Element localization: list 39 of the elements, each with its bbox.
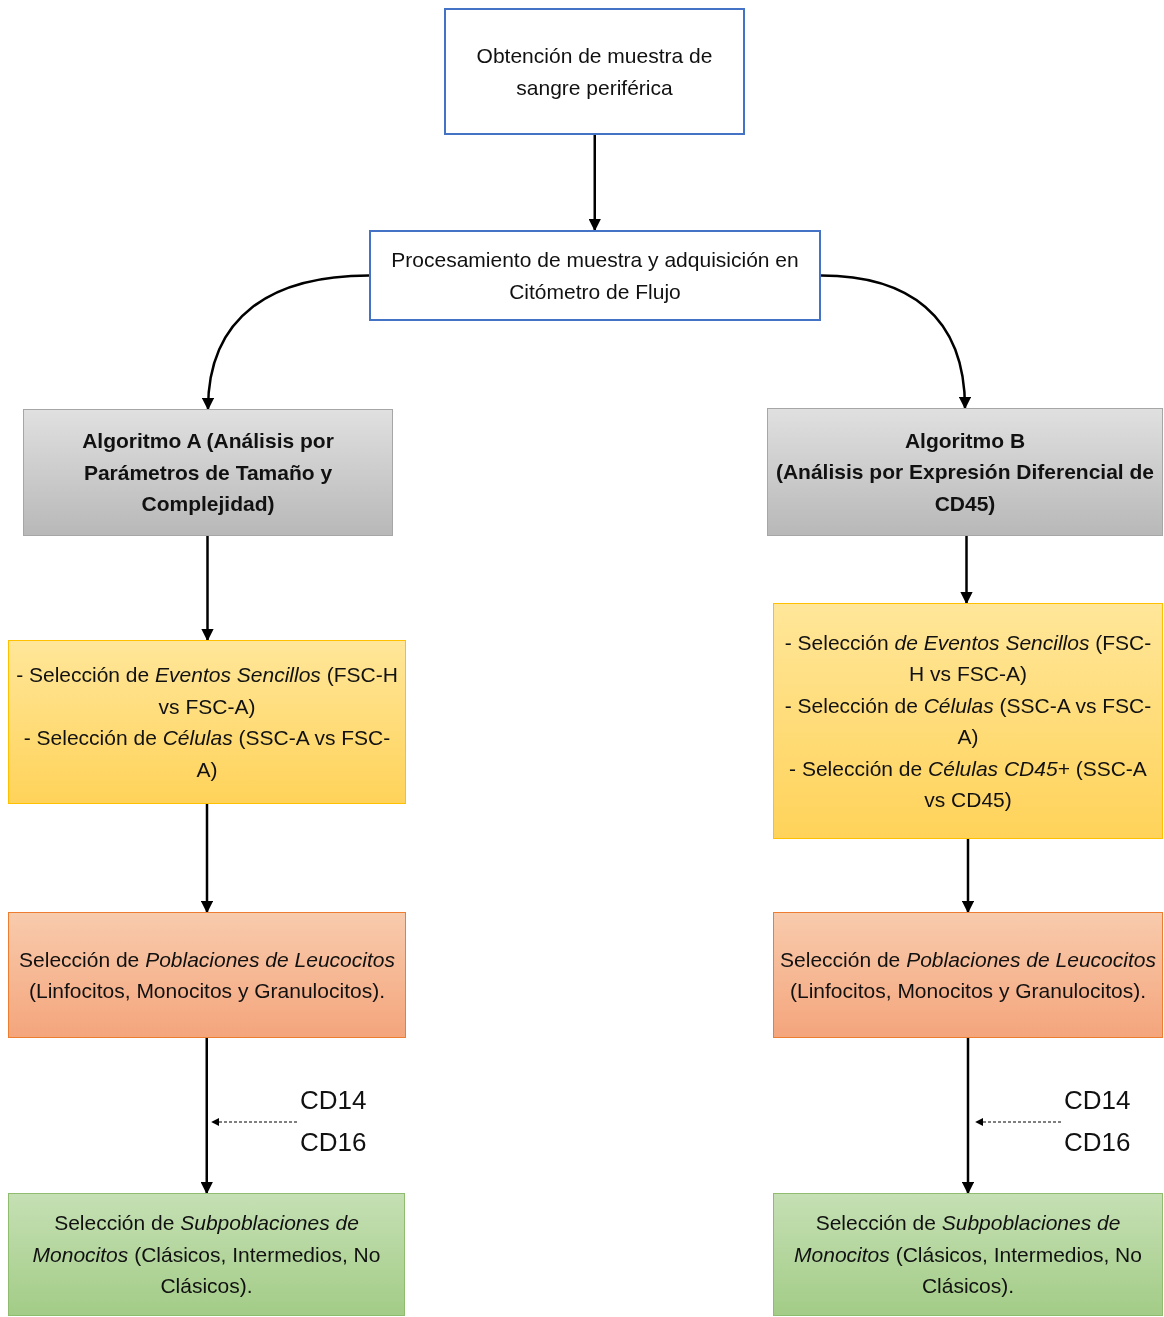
result-box [8,1193,405,1316]
box-heading: Algoritmo A (Análisis por Parámetros de Tamaño y Complejidad) [81,428,335,518]
result-box [773,1193,1163,1316]
marker-label: CD16 [300,1126,367,1159]
arrow [820,274,971,410]
arrow [588,135,601,232]
box-text: - Selección de Células (SSC-A vs FSC-A) [783,692,1153,750]
leader-arrow [975,1118,1062,1126]
box-text: Selección de Poblaciones de Leucocitos (Linfocitos, Monocitos y Granulocitos). [18,946,396,1004]
step-box [773,912,1163,1038]
box-heading: Algoritmo B [903,427,1027,454]
marker-label: CD16 [1064,1126,1131,1159]
algorithm-box [767,408,1163,536]
marker-label: CD14 [1064,1084,1131,1118]
box-heading: (Análisis por Expresión Diferencial de CD45) [774,459,1156,517]
box-text: Selección de Subpoblaciones de Monocitos (Clásicos, Intermedios, No Clásicos). [793,1210,1143,1300]
arrow [202,274,370,411]
box-text: Obtención de muestra de sangre periférica [475,43,714,101]
marker-label: CD14 [300,1084,367,1118]
box-text: Selección de Poblaciones de Leucocitos (Linfocitos, Monocitos y Granulocitos). [780,946,1156,1004]
algorithm-box [23,409,393,536]
step-box [8,912,406,1038]
box-text: - Selección de Eventos Sencillos (FSC-H vs FSC-A) [15,662,399,720]
arrow [201,536,214,642]
box-text: - Selección de Células (SSC-A vs FSC-A) [22,725,392,783]
step-box [773,603,1163,839]
box-text: - Selección de Células CD45+ (SSC-A vs CD45) [788,755,1148,813]
arrow [200,804,214,914]
box-text: Selección de Subpoblaciones de Monocitos (Clásicos, Intermedios, No Clásicos). [31,1210,382,1300]
leader-arrow [211,1118,298,1126]
arrow [200,1038,213,1195]
box-text: Procesamiento de muestra y adquisición en Citómetro de Flujo [390,247,800,305]
process-box [369,230,821,321]
arrow [961,839,975,914]
process-box [444,8,745,135]
arrow [961,1038,975,1195]
box-text: - Selección de Eventos Sencillos (FSC-H vs FSC-A) [783,629,1153,687]
arrow [960,536,973,605]
step-box [8,640,406,804]
